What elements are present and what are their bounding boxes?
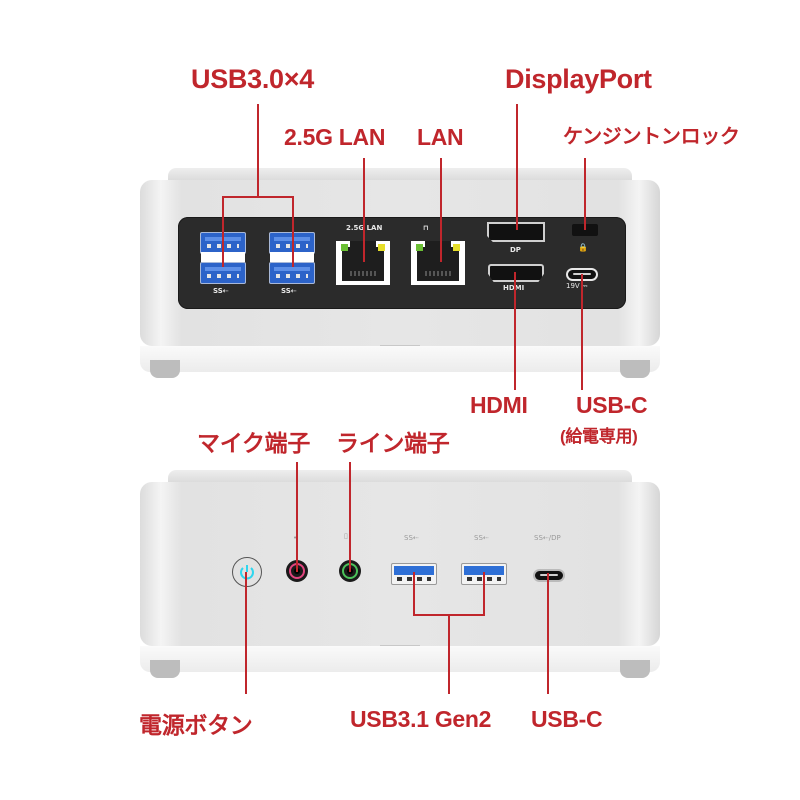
callout-line <box>516 104 518 230</box>
mic-callout: マイク端子 <box>197 430 311 456</box>
callout-line <box>245 572 247 694</box>
rear-base <box>140 346 660 372</box>
front-foot-right <box>620 660 650 678</box>
callout-line <box>349 462 351 572</box>
callout-line <box>581 274 583 390</box>
hdmi-marking: HDMI <box>503 284 524 292</box>
lan25-callout: 2.5G LAN <box>284 124 386 150</box>
usbc-power-only-note: (給電専用) <box>560 427 638 446</box>
activity-led <box>453 244 460 251</box>
dp-marking: DP <box>510 246 521 254</box>
usb-ss-marking: SS⇠ <box>213 287 229 295</box>
kensington-callout: ケンジントンロック <box>563 126 740 148</box>
callout-line <box>222 196 294 198</box>
callout-line <box>222 196 224 267</box>
callout-line <box>413 572 415 616</box>
usbc-callout: USB-C <box>576 392 648 418</box>
usb31-callout: USB3.1 Gen2 <box>350 706 492 732</box>
callout-line <box>448 614 450 694</box>
hdmi-port[interactable] <box>488 264 544 282</box>
rear-foot-right <box>620 360 650 378</box>
mic-icon: • <box>293 534 297 542</box>
callout-line <box>257 104 259 197</box>
usb30-callout: USB3.0×4 <box>191 64 314 94</box>
hdmi-callout: HDMI <box>470 392 528 418</box>
link-led <box>341 244 348 251</box>
front-foot-left <box>150 660 180 678</box>
callout-line <box>296 462 298 572</box>
displayport-callout: DisplayPort <box>505 64 652 94</box>
lock-icon: 🔒 <box>578 243 588 252</box>
lan-callout: LAN <box>417 124 464 150</box>
rear-foot-left <box>150 360 180 378</box>
callout-line <box>547 573 549 694</box>
lan-marking: ⊓ <box>423 224 429 232</box>
kensington-lock-slot[interactable] <box>572 224 598 236</box>
usb-ss-marking: SS⇠ <box>474 534 489 542</box>
usb-ss-marking: SS⇠ <box>404 534 419 542</box>
usbc-dp-marking: SS⇠/DP <box>534 534 561 542</box>
rear-port-panel <box>178 217 626 309</box>
usbc-power-marking: 19V ⎓ <box>566 282 588 290</box>
usb-c-port[interactable] <box>533 569 565 582</box>
callout-line <box>514 272 516 390</box>
power-button-callout: 電源ボタン <box>139 712 253 738</box>
power-button[interactable] <box>232 557 262 587</box>
line-out-icon: ▯ <box>344 532 348 540</box>
line-callout: ライン端子 <box>336 430 450 456</box>
power-icon <box>240 565 254 580</box>
link-led <box>416 244 423 251</box>
callout-line <box>292 196 294 267</box>
callout-line <box>440 158 442 262</box>
callout-line <box>483 572 485 616</box>
activity-led <box>378 244 385 251</box>
usb-ss-marking: SS⇠ <box>281 287 297 295</box>
lan-port[interactable] <box>411 241 465 285</box>
front-base <box>140 646 660 672</box>
usbc-front-callout: USB-C <box>531 706 603 732</box>
callout-line <box>584 158 586 230</box>
callout-line <box>363 158 365 262</box>
front-lid <box>168 470 632 484</box>
